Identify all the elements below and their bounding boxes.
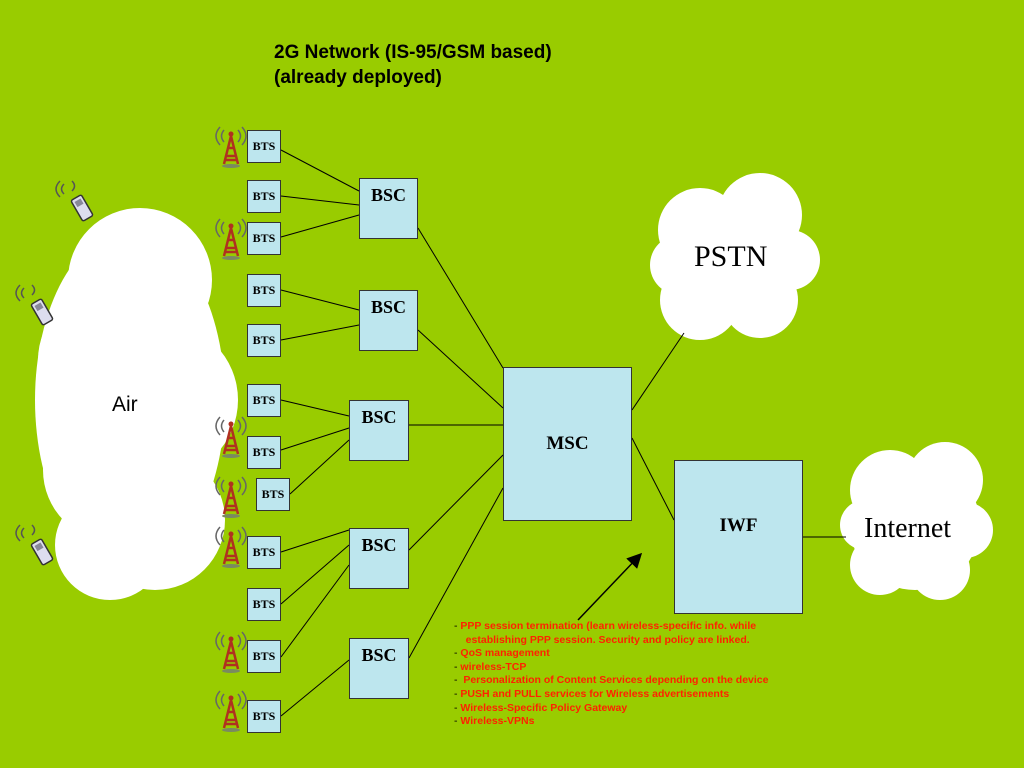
- antenna-tower-icon: [214, 217, 248, 262]
- bsc-box[interactable]: BSC: [359, 290, 418, 351]
- note-item: - PUSH and PULL services for Wireless ad…: [454, 687, 730, 700]
- note-item: - Wireless-Specific Policy Gateway: [454, 701, 628, 714]
- note-item: - wireless-TCP: [454, 660, 527, 673]
- bsc-box[interactable]: BSC: [349, 400, 409, 461]
- title-line-1: 2G Network (IS-95/GSM based): [274, 42, 552, 63]
- bts-box[interactable]: BTS: [247, 436, 281, 469]
- internet-cloud-label: Internet: [864, 513, 952, 544]
- note-item: - Personalization of Content Services de…: [454, 674, 769, 687]
- title-line-2: (already deployed): [274, 67, 442, 88]
- bts-box[interactable]: BTS: [247, 536, 281, 569]
- bts-box[interactable]: BTS: [247, 588, 281, 621]
- pstn-cloud-label: PSTN: [694, 240, 768, 273]
- air-cloud-label: Air: [112, 393, 138, 416]
- note-item: - PPP session termination (learn wireles…: [454, 620, 757, 632]
- bts-box[interactable]: BTS: [247, 700, 281, 733]
- bts-box[interactable]: BTS: [247, 130, 281, 163]
- diagram-title: 2G Network (IS-95/GSM based) (already de…: [274, 40, 552, 90]
- antenna-tower-icon: [214, 630, 248, 675]
- note-item: - QoS management: [454, 647, 550, 660]
- mobile-phone-icon: [55, 180, 94, 223]
- bts-box[interactable]: BTS: [247, 180, 281, 213]
- bts-box[interactable]: BTS: [247, 324, 281, 357]
- iwf-notes-list: - PPP session termination (learn wireles…: [454, 620, 768, 729]
- bts-box[interactable]: BTS: [247, 274, 281, 307]
- antenna-tower-icon: [214, 125, 248, 170]
- bsc-box[interactable]: BSC: [349, 638, 409, 699]
- note-item: - Wireless-VPNs: [454, 715, 535, 728]
- internet-cloud: [840, 442, 993, 600]
- bsc-box[interactable]: BSC: [349, 528, 409, 589]
- air-cloud: [35, 208, 238, 600]
- mobile-phone-icon: [15, 284, 54, 327]
- links: [280, 149, 846, 717]
- bts-box[interactable]: BTS: [256, 478, 290, 511]
- bts-box[interactable]: BTS: [247, 222, 281, 255]
- bts-box[interactable]: BTS: [247, 640, 281, 673]
- msc-box[interactable]: MSC: [503, 367, 632, 521]
- mobile-phone-icon: [15, 524, 54, 567]
- bts-box[interactable]: BTS: [247, 384, 281, 417]
- note-item: establishing PPP session. Security and p…: [459, 633, 750, 646]
- bsc-box[interactable]: BSC: [359, 178, 418, 239]
- antenna-tower-icon: [214, 689, 248, 734]
- iwf-box[interactable]: IWF: [674, 460, 803, 614]
- pstn-cloud: [650, 173, 820, 340]
